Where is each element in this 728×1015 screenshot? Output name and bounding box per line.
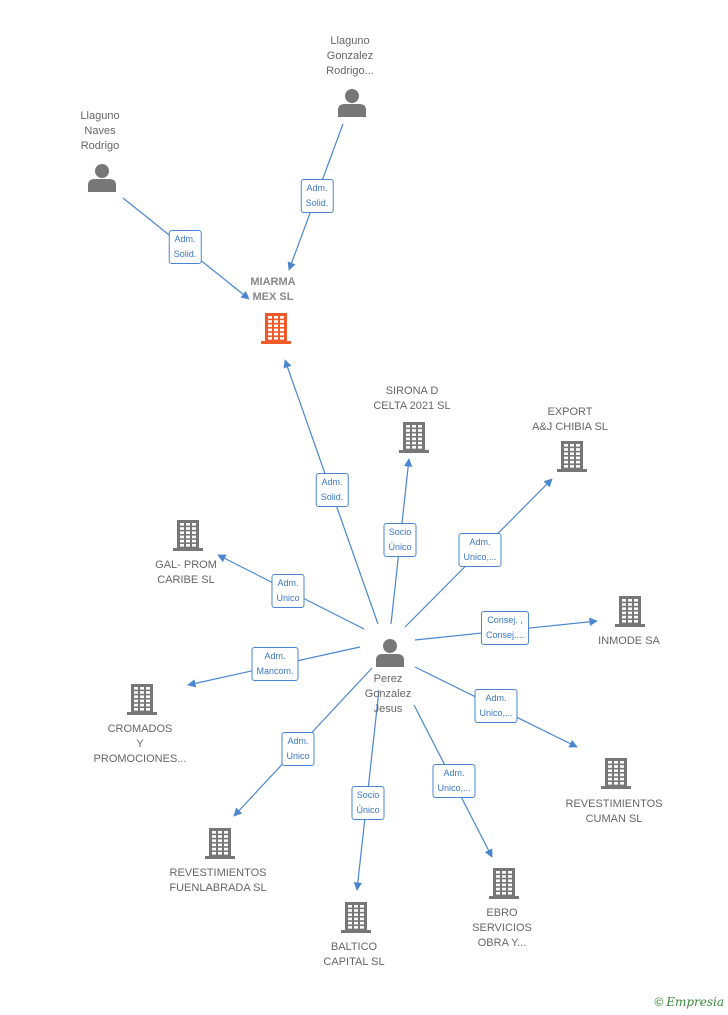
building-icon[interactable] xyxy=(261,313,291,344)
node-label-rev_fuen[interactable]: REVESTIMIENTOS FUENLABRADA SL xyxy=(169,866,266,896)
node-label-export[interactable]: EXPORT A&J CHIBIA SL xyxy=(532,405,608,435)
edge-role-text: Adm. xyxy=(277,578,299,588)
node-label-line: REVESTIMIENTOS xyxy=(169,867,267,879)
node-label-cromados[interactable]: CROMADOS Y PROMOCIONES... xyxy=(94,722,187,767)
icons-layer xyxy=(88,89,645,933)
edge-role-text: Adm. xyxy=(321,477,343,487)
edge-role-badge[interactable]: Consej. , Consej.... xyxy=(480,611,530,645)
node-label-line: CARIBE SL xyxy=(157,574,215,586)
edge-role-text: Adm. xyxy=(174,234,196,244)
building-icon[interactable] xyxy=(615,596,645,627)
person-icon[interactable] xyxy=(376,639,404,667)
node-label-line: Perez xyxy=(373,673,403,685)
edge-role-text: Unico,... xyxy=(479,708,513,718)
node-label-line: Rodrigo xyxy=(80,140,120,152)
node-label-line: Llaguno xyxy=(80,110,120,122)
building-icon[interactable] xyxy=(341,902,371,933)
node-label-gal[interactable]: GAL- PROM CARIBE SL xyxy=(155,558,217,588)
edge-role-text: Adm. xyxy=(306,183,328,193)
edge-role-text: Adm. xyxy=(469,537,491,547)
building-icon[interactable] xyxy=(399,422,429,453)
edge-role-text: Socio xyxy=(388,527,412,537)
node-label-line: Gonzalez xyxy=(326,50,374,62)
node-label-line: CROMADOS xyxy=(107,723,173,735)
node-label-line: FUENLABRADA SL xyxy=(169,882,267,894)
edge-role-text: Único xyxy=(356,805,380,815)
node-label-line: Gonzalez xyxy=(364,688,412,700)
copyright-symbol: © xyxy=(654,995,664,1009)
edge-role-text: Solid. xyxy=(320,492,344,502)
building-icon[interactable] xyxy=(127,684,157,715)
building-icon[interactable] xyxy=(557,441,587,472)
edge-role-badge[interactable]: Adm. Unico xyxy=(281,732,315,766)
node-label-inmode[interactable]: INMODE SA xyxy=(598,634,660,649)
node-label-line: OBRA Y... xyxy=(477,937,527,949)
edge-role-text: Unico xyxy=(286,751,310,761)
node-label-line: MEX SL xyxy=(252,291,294,303)
edge-role-badge[interactable]: Adm. Solid. xyxy=(300,179,334,213)
brand-name: Empresia xyxy=(666,995,724,1009)
node-label-line: INMODE SA xyxy=(598,635,660,647)
building-icon[interactable] xyxy=(205,828,235,859)
node-label-line: CELTA 2021 SL xyxy=(373,400,451,412)
edge-role-badge[interactable]: Adm. Solid. xyxy=(315,473,349,507)
node-label-line: A&J CHIBIA SL xyxy=(532,421,608,433)
edge-role-badge[interactable]: Adm. Unico xyxy=(271,574,305,608)
edge-role-badge[interactable]: Adm. Solid. xyxy=(168,230,202,264)
edge-role-text: Adm. xyxy=(443,768,465,778)
edge-role-badge[interactable]: Adm. Unico,... xyxy=(432,764,476,798)
edge-role-text: Adm. xyxy=(264,651,286,661)
node-label-line: Y xyxy=(136,738,144,750)
building-icon[interactable] xyxy=(173,520,203,551)
node-label-line: GAL- PROM xyxy=(155,559,217,571)
node-label-line: CUMAN SL xyxy=(585,813,643,825)
building-icon[interactable] xyxy=(601,758,631,789)
node-label-line: SERVICIOS xyxy=(472,922,532,934)
edge-role-text: Consej. , xyxy=(487,615,523,625)
node-label-line: Llaguno xyxy=(330,35,370,47)
footer-brand[interactable]: ©Empresia xyxy=(654,995,724,1009)
node-label-rev_cuman[interactable]: REVESTIMIENTOS CUMAN SL xyxy=(566,797,663,827)
edge-role-text: Solid. xyxy=(305,198,329,208)
node-label-line: Rodrigo... xyxy=(326,65,374,77)
edge-role-text: Consej.... xyxy=(485,630,525,640)
person-icon[interactable] xyxy=(338,89,366,117)
node-label-ebro[interactable]: EBRO SERVICIOS OBRA Y... xyxy=(472,906,532,951)
node-label-line: Jesus xyxy=(373,703,403,715)
building-icon[interactable] xyxy=(489,868,519,899)
node-label-line: REVESTIMIENTOS xyxy=(565,798,663,810)
edge-role-text: Mancom. xyxy=(256,666,294,676)
person-icon[interactable] xyxy=(88,164,116,192)
edge-role-text: Único xyxy=(388,542,412,552)
edge-role-badge[interactable]: Adm. Mancom. xyxy=(251,647,299,681)
edge-role-text: Adm. xyxy=(485,693,507,703)
edge-role-text: Socio xyxy=(356,790,380,800)
node-label-line: EXPORT xyxy=(547,406,593,418)
node-label-line: BALTICO xyxy=(330,941,378,953)
node-label-miarma[interactable]: MIARMA MEX SL xyxy=(250,275,295,305)
node-label-line: MIARMA xyxy=(250,276,296,288)
node-label-baltico[interactable]: BALTICO CAPITAL SL xyxy=(323,940,384,970)
edge-role-badge[interactable]: Adm. Unico,... xyxy=(474,689,518,723)
node-label-line: SIRONA D xyxy=(385,385,439,397)
node-label-line: PROMOCIONES... xyxy=(93,753,187,765)
node-label-sirona[interactable]: SIRONA D CELTA 2021 SL xyxy=(373,384,450,414)
node-label-line: Naves xyxy=(84,125,116,137)
node-label-line: CAPITAL SL xyxy=(323,956,385,968)
node-label-line: EBRO xyxy=(486,907,518,919)
edge-role-text: Adm. xyxy=(287,736,309,746)
edge-role-badge[interactable]: Adm. Unico,... xyxy=(458,533,502,567)
edge-role-text: Solid. xyxy=(173,249,197,259)
edge-role-text: Unico,... xyxy=(437,783,471,793)
edge-role-text: Unico,... xyxy=(463,552,497,562)
edge-role-text: Unico xyxy=(276,593,300,603)
